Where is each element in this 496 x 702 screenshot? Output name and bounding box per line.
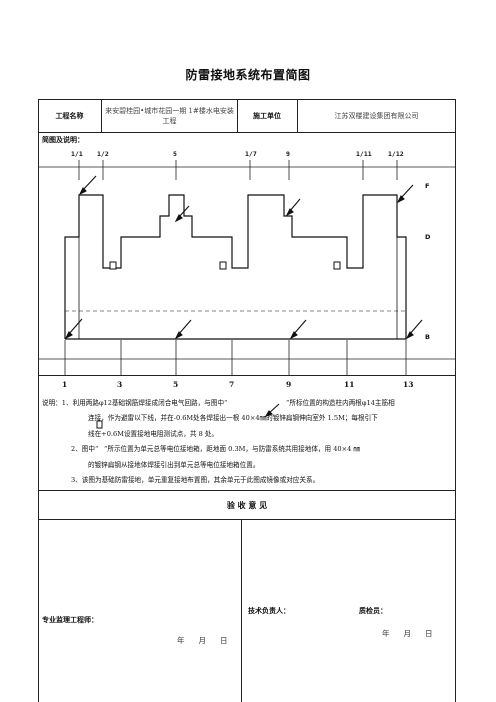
note-line-4a: 2、图中“ <box>71 445 99 453</box>
contractor-value: 江苏双楼建设集团有限公司 <box>334 111 419 120</box>
acceptance-heading: 验 收 意 见 <box>226 499 268 510</box>
axis-label-bottom: 5 <box>173 380 179 389</box>
diagram-section-label: 简图及说明： <box>42 135 84 144</box>
axis-label-bottom: 11 <box>344 380 355 389</box>
note-line-1-tail: ”所标位置的构造柱内两根φ14主筋相 <box>286 399 395 407</box>
axis-label-top: 1/12 <box>388 150 404 158</box>
date-right: 年月日 <box>382 629 447 638</box>
header-col-divider-3 <box>297 99 298 132</box>
grounding-loop <box>64 194 407 340</box>
note-line-6: 3、该图为基础防雷接地，单元重复接地布置图，其余单元于此图成镜像或对应关系。 <box>71 476 320 484</box>
note-line-3: 线在+0.6M设置接地电阻测试点，共 8 处。 <box>88 430 219 438</box>
supervisor-label: 专业监理工程师： <box>42 615 98 624</box>
note-line-4b: ”所示位置为单元总等电位接地箱，距地面 0.3M，与防雷系统共用接地体，用 40… <box>104 445 361 453</box>
axis-label-top: 9 <box>286 150 290 158</box>
contractor-label: 施工单位 <box>253 110 281 120</box>
equipotential-box-icon <box>219 261 227 270</box>
form-frame <box>38 99 456 702</box>
project-name-label: 工程名称 <box>55 110 84 120</box>
box-icon <box>96 420 103 429</box>
inspector-label: 质检员： <box>359 606 387 615</box>
divider-header <box>38 132 456 133</box>
page-title: 防雷接地系统布置简图 <box>185 68 311 82</box>
side-label: D <box>425 233 431 241</box>
equipotential-box-icon <box>109 261 117 270</box>
acceptance-col-divider <box>241 519 242 702</box>
axis-label-bottom: 9 <box>286 380 292 389</box>
axis-label-top: 1/1 <box>71 150 83 158</box>
axis-label-bottom: 13 <box>403 380 414 389</box>
axis-label-bottom: 1 <box>62 380 68 389</box>
note-line-2: 连接，作为避雷以下线，并在-0.6M处各焊接出一根 40×4㎜的镀锌扁钢伸向室外… <box>88 414 378 422</box>
axis-label-top: 1/7 <box>245 150 257 158</box>
note-line-5: 的镀锌扁钢从接地体焊接引出到单元总等电位接地箱位置。 <box>88 461 260 469</box>
header-col-divider-2 <box>237 99 238 132</box>
header-col-divider-1 <box>101 99 102 132</box>
axis-label-top: 1/11 <box>356 150 372 158</box>
axis-label-top: 1/2 <box>97 150 109 158</box>
equipotential-box-icon <box>333 261 341 270</box>
divider-notes <box>38 490 456 491</box>
axis-label-bottom: 3 <box>117 380 123 389</box>
divider-diagram <box>38 375 456 376</box>
side-label: B <box>425 333 430 341</box>
note-line-1-head: 说明：1、利用两路φ12基础钢筋焊接成闭合电气回路，与图中“ <box>42 399 228 407</box>
axis-label-bottom: 7 <box>229 380 235 389</box>
date-left: 年月日 <box>177 636 242 645</box>
project-name-value: 来安碧桂园•城市花园一期 1#楼水电安装工程 <box>105 106 234 125</box>
divider-acceptance-heading <box>38 519 456 520</box>
tech-lead-label: 技术负责人： <box>248 606 290 615</box>
axis-label-top: 5 <box>173 150 177 158</box>
side-label: F <box>425 182 430 190</box>
